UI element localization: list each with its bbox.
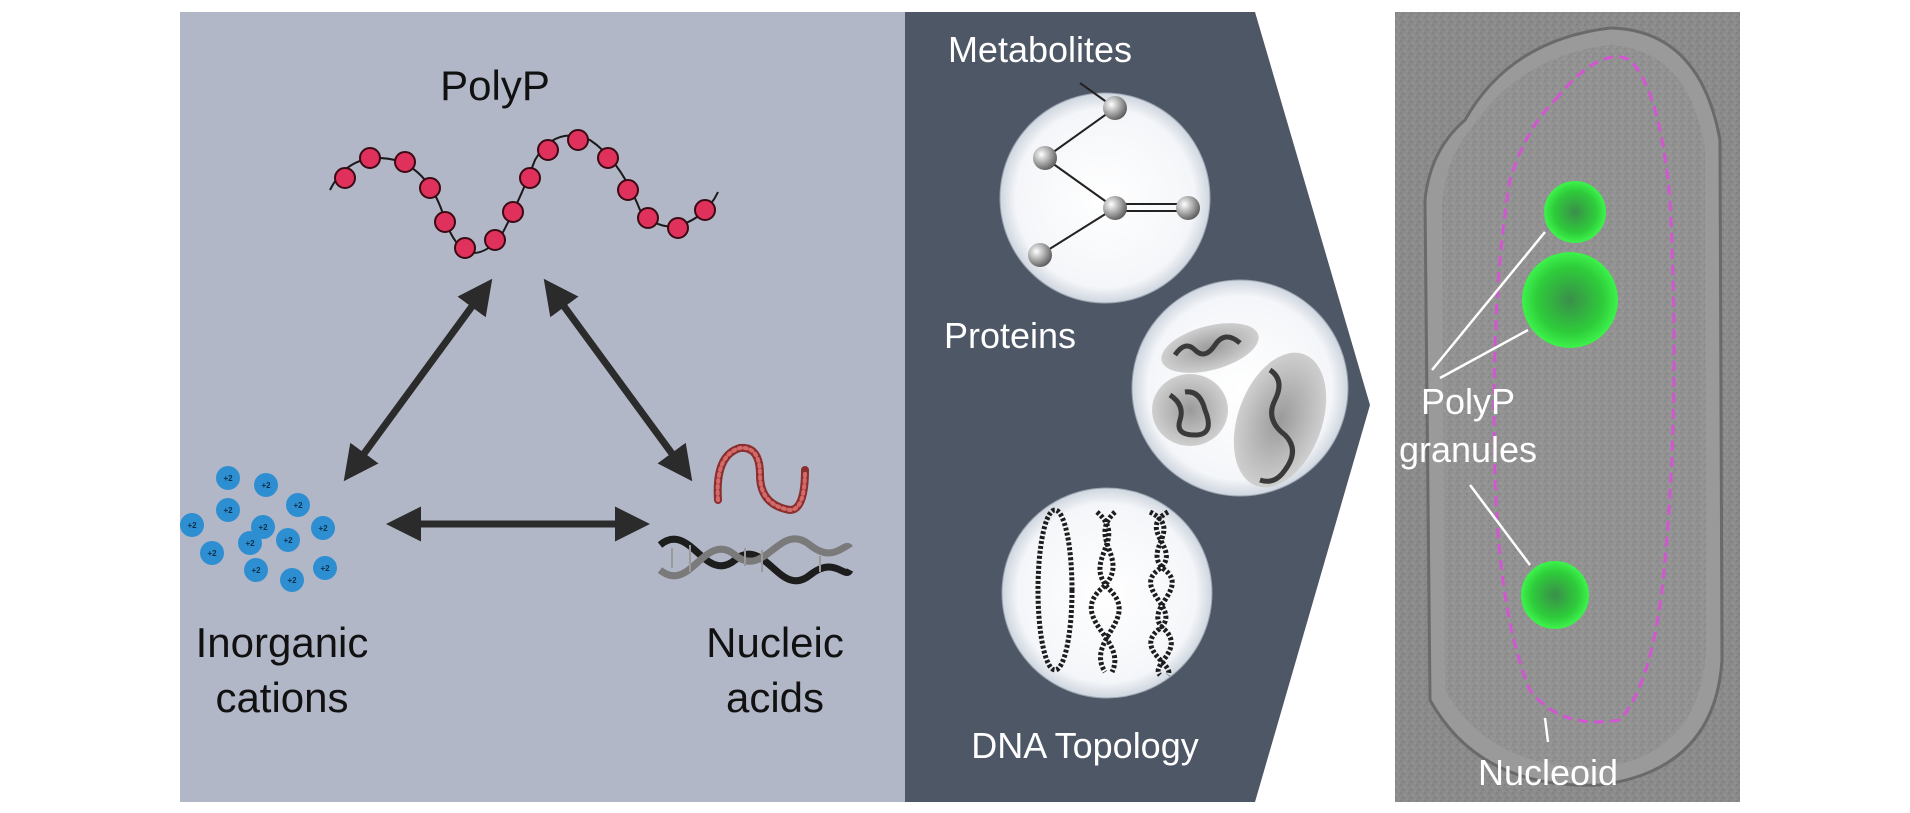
polyp-bead [454,237,476,259]
metabolites-circle [999,82,1211,304]
ion-charge-label: +2 [251,566,261,575]
granule-2 [1522,252,1618,348]
polyp-bead [394,151,416,173]
ion [216,498,240,522]
granule-1 [1544,181,1606,243]
ion [313,556,337,580]
ion-charge-label: +2 [293,501,303,510]
ion-charge-label: +2 [283,536,293,545]
ion [200,541,224,565]
arrow-polyp-cations [343,278,493,482]
ion [254,473,278,497]
nucleic-label-line2: acids [726,674,824,721]
ion-charge-label: +2 [223,506,233,515]
granule-3 [1521,561,1589,629]
ion-charge-label: +2 [223,474,233,483]
ion [280,568,304,592]
polyp-bead [419,177,441,199]
metabolites-label: Metabolites [948,29,1132,70]
nucleoid-label: Nucleoid [1478,752,1618,793]
nucleoid-outline [1492,55,1676,724]
ion-charge-label: +2 [245,539,255,548]
ion [238,531,262,555]
polyp-bead [637,207,659,229]
dna-topology-label: DNA Topology [971,725,1198,766]
ion-charge-label: +2 [258,523,268,532]
molecule-atoms [1028,96,1200,267]
ion [216,466,240,490]
polyp-bead [334,167,356,189]
ion [276,528,300,552]
polyp-bead [502,201,524,223]
left-panel: PolyP +2+2+2+2+2+2+2+2+2+2+2+2+2 [180,12,905,802]
middle-panel: Metabolites Proteins [905,12,1370,802]
polyp-bead [567,129,589,151]
arrow-polyp-nucleic [543,278,693,482]
polyp-bead [519,167,541,189]
polyp-chain [329,129,719,259]
ion [180,513,204,537]
ion-charge-label: +2 [207,549,217,558]
ion [286,493,310,517]
polyp-bead [667,217,689,239]
ion [251,515,275,539]
ion [311,516,335,540]
polyp-bead [617,179,639,201]
polyp-bead [694,199,716,221]
right-panel: PolyP granules Nucleoid [1395,12,1740,802]
ion-charge-label: +2 [320,564,330,573]
rna-hairpin [713,443,809,515]
polyp-title: PolyP [440,62,550,109]
granule-callout-lines [1431,231,1550,743]
nucleic-label-line1: Nucleic [706,619,844,666]
polyp-granules [1521,181,1618,629]
proteins-circle [1131,279,1349,497]
dna-double-helix [657,535,854,585]
inorganic-cations-ions: +2+2+2+2+2+2+2+2+2+2+2+2+2 [180,466,337,592]
ion-charge-label: +2 [287,576,297,585]
ion-charge-label: +2 [318,524,328,533]
polyp-beads [334,129,716,259]
polyp-bead [597,147,619,169]
dna-topology-circle [1001,487,1213,699]
polyp-bead [434,211,456,233]
polyp-bead [359,147,381,169]
proteins-label: Proteins [944,315,1076,356]
ion-charge-label: +2 [187,521,197,530]
ion [244,558,268,582]
polyp-bead [484,229,506,251]
granules-label-line2: granules [1399,429,1537,470]
inorganic-label-line2: cations [215,674,348,721]
inorganic-label-line1: Inorganic [196,619,369,666]
ion-charge-label: +2 [261,481,271,490]
polyp-bead [537,139,559,161]
granules-label-line1: PolyP [1421,381,1515,422]
